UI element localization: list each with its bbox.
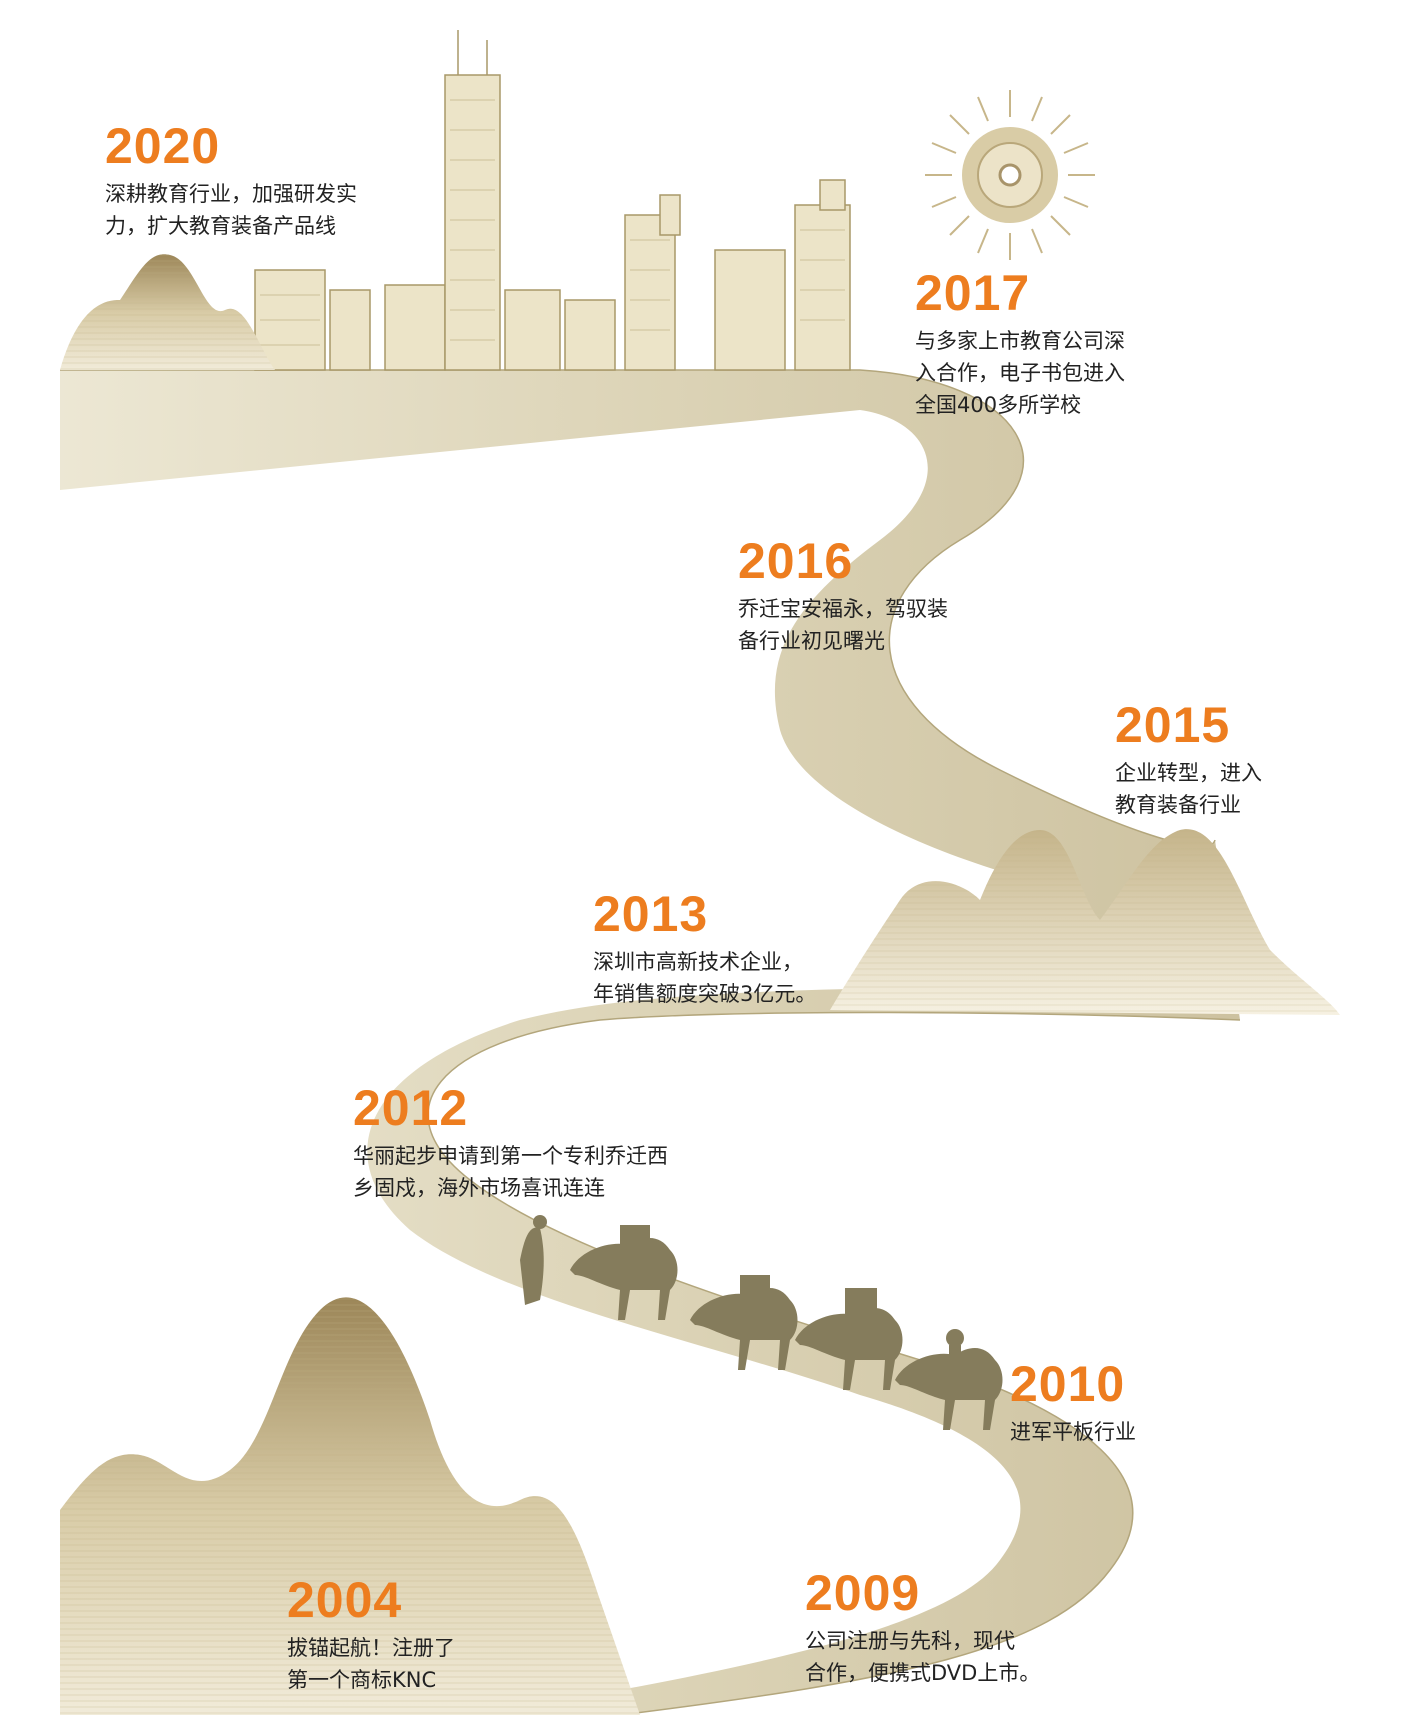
milestone-year: 2020 [105,118,221,174]
milestone-description: 华丽起步申请到第一个专利乔迁西 乡固戍，海外市场喜讯连连 [353,1144,668,1200]
milestone-2015: 2015 企业转型，进入 教育装备行业 [1115,697,1262,821]
mountain-range-left [60,1297,640,1715]
camel-caravan-icon [520,1215,1003,1430]
milestone-description: 公司注册与先科，现代 合作，便携式DVD上市。 [805,1629,1041,1685]
milestone-2012: 2012 华丽起步申请到第一个专利乔迁西 乡固戍，海外市场喜讯连连 [353,1080,668,1204]
milestone-year: 2016 [738,533,854,589]
milestone-year: 2010 [1010,1356,1126,1412]
milestone-2013: 2013 深圳市高新技术企业， 年销售额度突破3亿元。 [593,886,816,1010]
mountain-icon [60,254,275,370]
skyline-windows [260,99,845,346]
milestone-2017: 2017 与多家上市教育公司深 入合作，电子书包进入 全国400多所学校 [915,265,1125,421]
milestone-2004: 2004 拔锚起航！注册了 第一个商标KNC [287,1572,455,1696]
milestone-description: 企业转型，进入 教育装备行业 [1115,761,1262,817]
milestone-2010: 2010 进军平板行业 [1010,1356,1136,1448]
milestone-2016: 2016 乔迁宝安福永，驾驭装 备行业初见曙光 [738,533,948,657]
sun-icon [925,90,1095,260]
milestone-year: 2017 [915,265,1031,321]
milestone-description: 乔迁宝安福永，驾驭装 备行业初见曙光 [738,597,948,653]
milestone-description: 进军平板行业 [1010,1420,1136,1444]
milestone-description: 拔锚起航！注册了 第一个商标KNC [287,1636,455,1692]
milestone-year: 2009 [805,1565,921,1621]
milestone-2009: 2009 公司注册与先科，现代 合作，便携式DVD上市。 [805,1565,1040,1689]
milestone-description: 深耕教育行业，加强研发实 力，扩大教育装备产品线 [105,182,357,238]
milestone-year: 2004 [287,1572,403,1628]
city-skyline-icon [254,30,851,371]
milestone-description: 与多家上市教育公司深 入合作，电子书包进入 全国400多所学校 [915,329,1125,417]
milestone-year: 2013 [593,886,709,942]
milestone-2020: 2020 深耕教育行业，加强研发实 力，扩大教育装备产品线 [105,118,357,242]
milestone-year: 2012 [353,1080,469,1136]
milestone-year: 2015 [1115,697,1231,753]
mountain-range-right [830,829,1340,1015]
milestone-description: 深圳市高新技术企业， 年销售额度突破3亿元。 [593,950,817,1006]
